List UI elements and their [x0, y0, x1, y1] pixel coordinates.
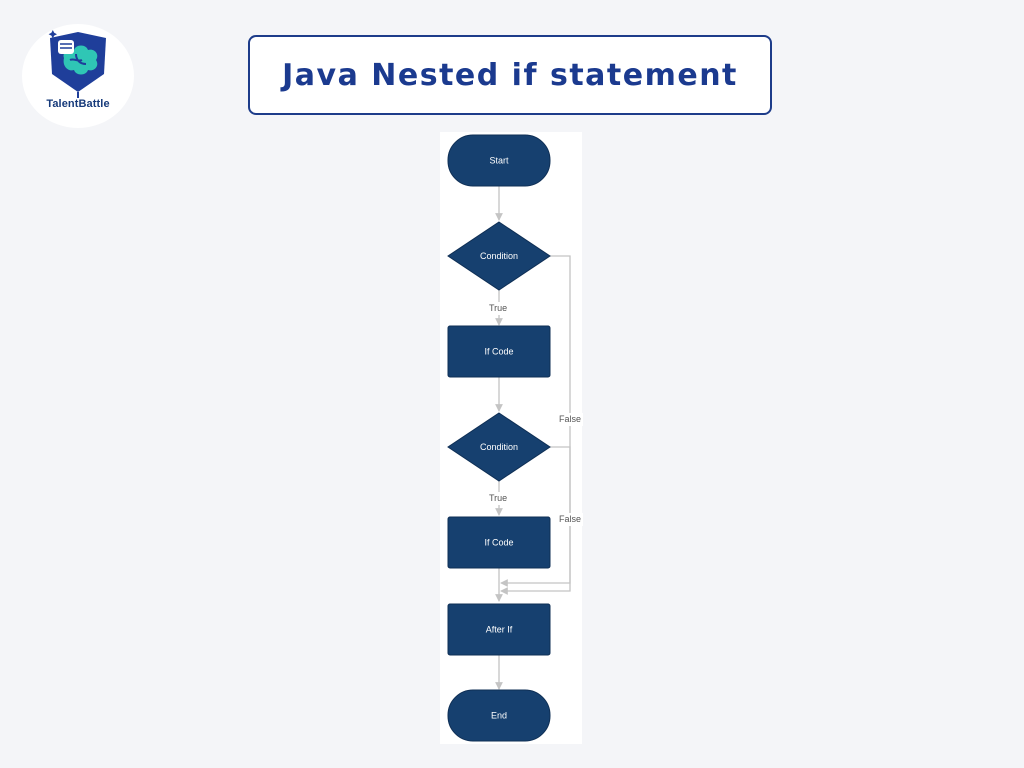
logo-text: TalentBattle [46, 98, 110, 110]
node-if-code-1-label: If Code [484, 346, 513, 356]
node-start: Start [447, 134, 551, 187]
node-start-label: Start [489, 155, 509, 165]
node-condition-1-label: Condition [480, 251, 518, 261]
node-after-if-label: After If [486, 624, 513, 634]
node-if-code-1: If Code [447, 325, 551, 378]
node-if-code-2-label: If Code [484, 537, 513, 547]
edge-label-true-1: True [489, 303, 507, 313]
page-title: Java Nested if statement [282, 57, 738, 93]
edge-label-true-2: True [489, 493, 507, 503]
node-condition-2: Condition [447, 412, 551, 482]
node-condition-1: Condition [447, 221, 551, 291]
title-banner: Java Nested if statement [248, 35, 772, 115]
node-end-label: End [491, 710, 507, 720]
node-if-code-2: If Code [447, 516, 551, 569]
fist-brain-shield-icon [48, 30, 106, 98]
node-after-if: After If [447, 603, 551, 656]
node-condition-2-label: Condition [480, 442, 518, 452]
talentbattle-logo: TalentBattle [22, 24, 134, 128]
node-end: End [447, 689, 551, 742]
edge-label-false-2: False [559, 514, 581, 524]
edge-label-false-1: False [559, 414, 581, 424]
